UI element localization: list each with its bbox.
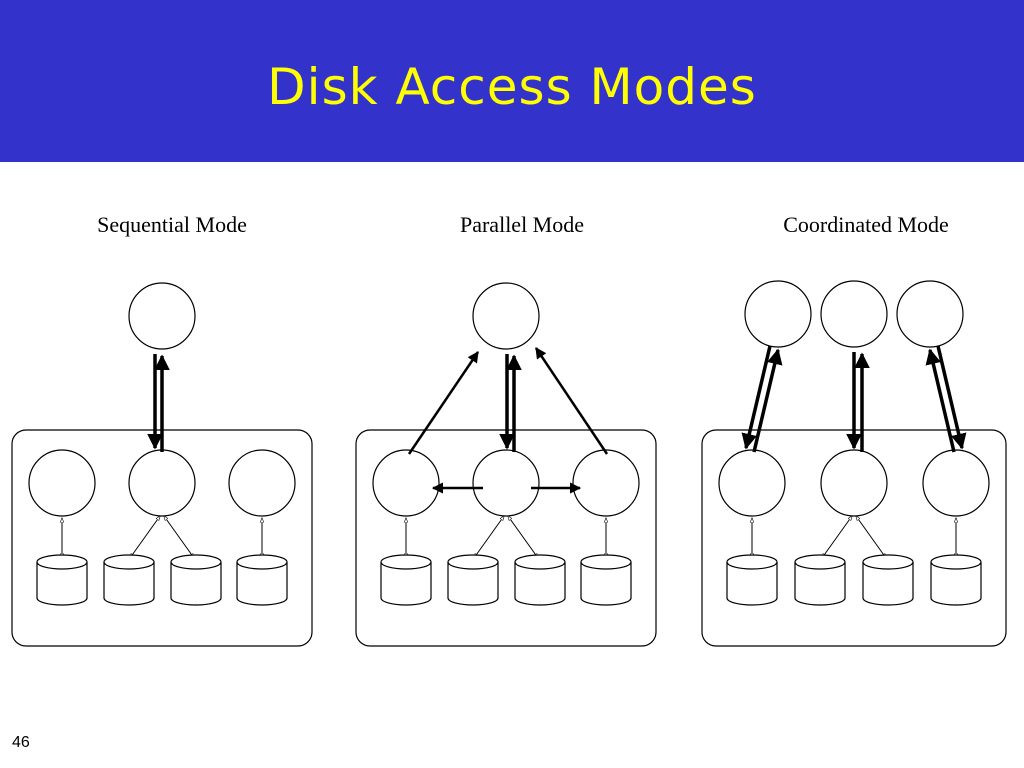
disk-icon (170, 554, 222, 606)
server-node (28, 449, 96, 517)
disk-icon (103, 554, 155, 606)
client-node (744, 280, 812, 348)
request-arrow (741, 345, 772, 450)
server-node (820, 449, 888, 517)
server-node (228, 449, 296, 517)
disk-io-arrow (508, 516, 538, 558)
disk-icon (36, 554, 88, 606)
response-arrow (534, 347, 609, 455)
disk-icon (380, 554, 432, 606)
disk-icon (447, 554, 499, 606)
server-node (922, 449, 990, 517)
coordinated-mode-label: Coordinated Mode (783, 212, 949, 237)
parallel-mode-label: Parallel Mode (460, 212, 584, 237)
server-node (718, 449, 786, 517)
slide-title: Disk Access Modes (267, 58, 757, 116)
coordinated-mode-panel: Coordinated Mode (701, 212, 1007, 647)
disk-icon (236, 554, 288, 606)
disk-icon (580, 554, 632, 606)
disk-icon (794, 554, 846, 606)
request-arrow (936, 345, 967, 450)
parallel-mode-panel: Parallel Mode (355, 212, 657, 647)
response-arrow (407, 351, 480, 455)
disk-io-arrow (130, 516, 160, 558)
disk-io-arrow (856, 516, 886, 558)
client-node (820, 280, 888, 348)
disk-icon (514, 554, 566, 606)
response-arrow (925, 348, 956, 453)
disk-icon (862, 554, 914, 606)
client-node (472, 282, 540, 350)
server-node (472, 449, 540, 517)
server-node (372, 449, 440, 517)
disk-io-arrow (822, 516, 852, 558)
disk-icon (930, 554, 982, 606)
client-node (896, 280, 964, 348)
client-node (128, 282, 196, 350)
title-bar (0, 0, 1024, 162)
sequential-mode-label: Sequential Mode (97, 212, 247, 237)
disk-access-modes-diagram: Sequential Mode Parallel Mode (11, 212, 1007, 647)
sequential-mode-panel: Sequential Mode (11, 212, 313, 647)
slide-number: 46 (12, 734, 30, 751)
server-node (572, 449, 640, 517)
response-arrow (752, 348, 783, 453)
disk-io-arrow (474, 516, 504, 558)
server-node (128, 449, 196, 517)
disk-icon (726, 554, 778, 606)
disk-io-arrow (164, 516, 194, 558)
